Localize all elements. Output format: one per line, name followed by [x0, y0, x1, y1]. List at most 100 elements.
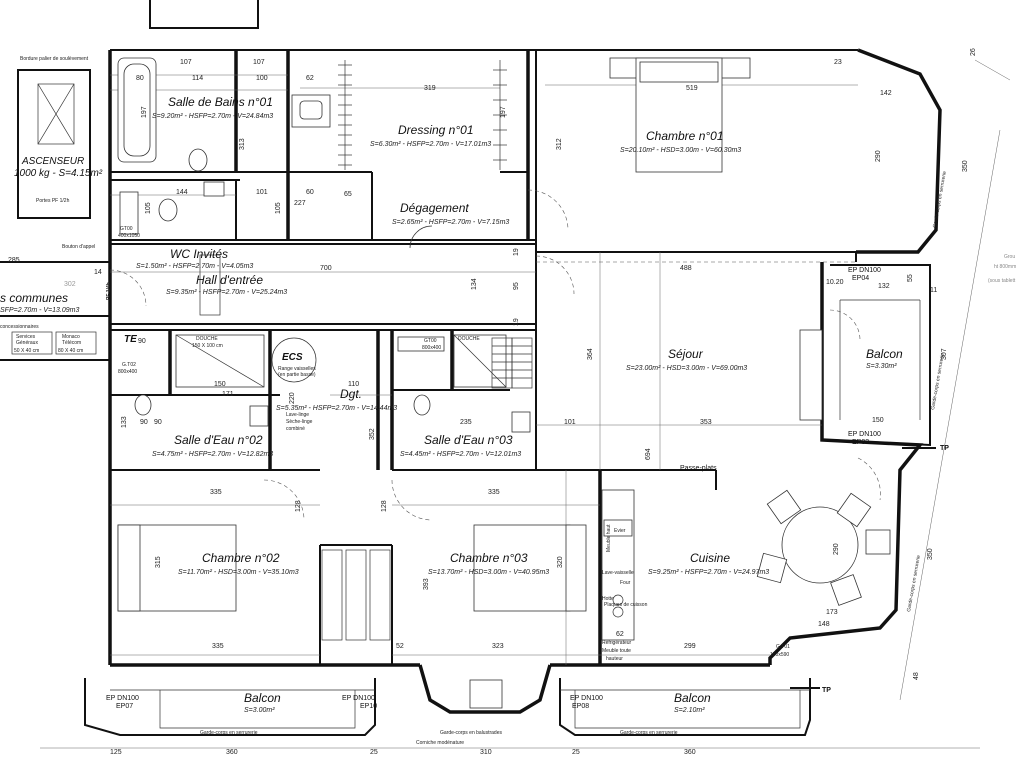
refrigerateur-label: Réfrigérateur: [602, 640, 632, 646]
dim: 310: [480, 749, 492, 756]
gc-label: Garde-corps en serrurerie: [200, 730, 258, 736]
gc-label: Garde-corps en serrurerie: [932, 170, 948, 228]
dim: 335: [210, 489, 222, 496]
margin-label: Grou: [1004, 254, 1015, 260]
room-name-se2: Salle d'Eau n°02: [174, 433, 263, 447]
dim: 220: [289, 392, 296, 404]
room-name-balcon-e: Balcon: [866, 347, 903, 361]
room-info-se2: S=4.75m² - HSFP=2.70m - V=12.82m3: [152, 451, 273, 458]
fixtures: [117, 57, 891, 709]
dim: 11: [930, 287, 937, 294]
dim: 290: [875, 150, 882, 162]
room-name-wc: WC Invités: [170, 247, 228, 261]
lave-linge-label: Lave-linge: [286, 412, 309, 418]
dim: 132: [878, 283, 890, 290]
ep-label: EP DN100: [848, 267, 881, 274]
dim: 134: [471, 278, 478, 290]
te-label: TE: [124, 334, 137, 345]
door-swings: [109, 189, 881, 521]
dim: 105: [275, 202, 282, 214]
room-info-sdb1: S=9.20m² - HSFP=2.70m - V=24.84m3: [152, 113, 273, 120]
dim: 19: [513, 318, 520, 326]
bordure-label: Bordure palier de soulèvement: [20, 56, 89, 62]
ep-label: EP DN100: [106, 695, 139, 702]
monaco-label: Télécom: [62, 340, 81, 346]
pf-label: PF 1/4h: [106, 282, 112, 300]
room-info-balcon-e: S=3.30m²: [866, 363, 897, 370]
room-name-ch1: Chambre n°01: [646, 129, 724, 143]
room-name-se3: Salle d'Eau n°03: [424, 433, 513, 447]
dim: 335: [212, 643, 224, 650]
douche-label: DOUCHE: [196, 336, 218, 342]
meuble-toute-label: Meuble toute: [602, 648, 631, 654]
gc-label: Garde-corps en balustrades: [440, 730, 502, 736]
room-info-ch1: S=20.10m² - HSD=3.00m - V=60.30m3: [620, 147, 741, 154]
dim: 352: [369, 428, 376, 440]
dim: 315: [155, 556, 162, 568]
room-info-degagement: S=2.65m² - HSFP=2.70m - V=7.15m3: [392, 219, 509, 226]
dim: 19: [513, 248, 520, 256]
monaco-label: Monaco: [62, 334, 80, 340]
gt-dim: 800x400: [118, 369, 137, 375]
corniche-label: Corniche modénature: [416, 740, 464, 746]
dim: 55: [907, 274, 914, 282]
ep-label: EP10: [360, 703, 377, 710]
dim: 335: [488, 489, 500, 496]
dim: 227: [294, 200, 306, 207]
douche-dim: 150 X 100 cm: [192, 343, 223, 349]
dim: 48: [913, 672, 920, 680]
room-name-communes: s communes: [0, 291, 68, 305]
gt-label: G.T01: [776, 644, 790, 650]
dim: 128: [295, 500, 302, 512]
dim: 114: [192, 75, 203, 82]
dim: 364: [587, 348, 594, 360]
dim: 312: [556, 138, 563, 150]
gt-label: GT00: [424, 338, 437, 344]
dim: 128: [381, 500, 388, 512]
num-label: 302: [64, 281, 76, 288]
dim: 488: [680, 265, 692, 272]
gc-label: Garde-corps en serrurerie: [930, 352, 946, 410]
dim: 319: [424, 85, 436, 92]
portes-pf-label: Portes PF 1/2h: [36, 198, 70, 204]
ep-label: EP DN100: [570, 695, 603, 702]
room-info-sejour: S=23.00m² - HSD=3.00m - V=69.00m3: [626, 365, 747, 372]
num-label: 285: [8, 257, 20, 264]
ecs-label: ECS: [282, 352, 303, 363]
dim: 90: [140, 419, 148, 426]
room-name-balcon-s1: Balcon: [244, 691, 281, 705]
ep-label: EP03: [852, 439, 869, 446]
dim: 25: [370, 749, 378, 756]
dim: 101: [256, 189, 268, 196]
dim: 95: [513, 282, 520, 290]
tp-label: TP: [940, 445, 949, 452]
num-label: 14: [94, 269, 102, 276]
room-info-dgt: S=5.35m² - HSFP=2.70m - V=14.44m3: [276, 405, 397, 412]
dim: 360: [226, 749, 238, 756]
stair-treads: [199, 254, 533, 389]
room-info-ch3: S=13.70m² - HSD=3.00m - V=40.95m3: [428, 569, 549, 576]
dim: 150: [872, 417, 884, 424]
ep-label: EP DN100: [848, 431, 881, 438]
dimension-labels: 107 107 80 114 100 62 319 519 142 23 197…: [40, 48, 980, 756]
room-name-ch3: Chambre n°03: [450, 551, 528, 565]
services-label: 50 X 40 cm: [14, 348, 39, 354]
room-labels: Salle de Bains n°01 S=9.20m² - HSFP=2.70…: [0, 95, 903, 714]
dim: 107: [180, 59, 192, 66]
room-info-communes: SFP=2.70m - V=13.09m3: [0, 307, 79, 314]
monaco-label: 80 X 40 cm: [58, 348, 83, 354]
plaques-label: Plaques de cuisson: [604, 602, 648, 608]
lave-linge-label: combiné: [286, 426, 305, 432]
dim: 700: [320, 265, 332, 272]
room-name-dgt: Dgt.: [340, 387, 362, 401]
dim: 148: [818, 621, 830, 628]
dim: 150: [214, 381, 226, 388]
room-info-hall: S=9.35m² - HSFP=2.70m - V=25.24m3: [166, 289, 287, 296]
walls: [0, 0, 1011, 736]
dim: 290: [833, 543, 840, 555]
dim: 313: [239, 138, 246, 150]
room-name-ascenseur: ASCENSEUR: [21, 156, 84, 167]
gt-label: G.T02: [122, 362, 136, 368]
dim: 101: [564, 419, 576, 426]
